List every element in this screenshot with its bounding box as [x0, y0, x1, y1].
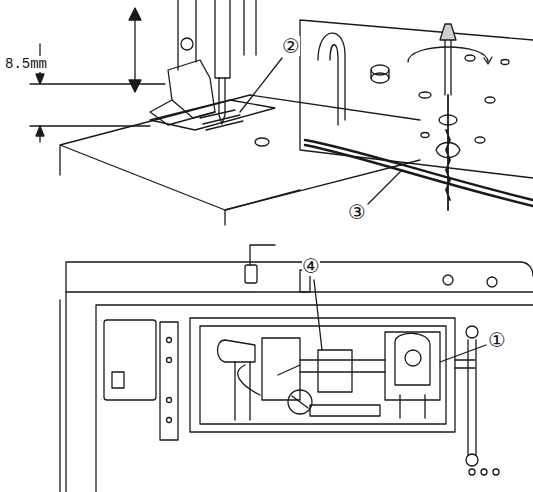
callout-number: ① [488, 330, 506, 350]
callout-number: ④ [302, 256, 320, 276]
dimension-label: 8.5mm [3, 56, 49, 72]
leader-lines [240, 58, 486, 362]
callout-number: ② [282, 36, 300, 56]
thread-guide-view [300, 20, 533, 210]
callout-number: ③ [348, 202, 366, 222]
machine-bed-underside [60, 245, 533, 492]
presser-foot-view [30, 0, 420, 225]
